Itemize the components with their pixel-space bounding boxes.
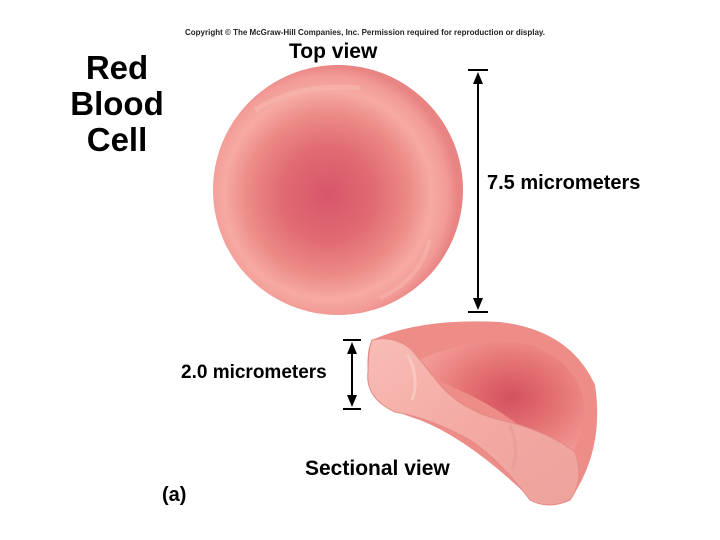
top-view-label: Top view	[289, 40, 378, 63]
thickness-arrow	[343, 339, 361, 410]
copyright-notice: Copyright © The McGraw-Hill Companies, I…	[184, 28, 546, 37]
figure-title: Red Blood Cell	[62, 50, 172, 158]
top-view-cell	[213, 65, 463, 315]
title-line-2: Blood	[70, 85, 164, 122]
sectional-view-label: Sectional view	[305, 457, 450, 480]
title-line-1: Red	[85, 49, 149, 86]
sectional-view-cell	[367, 321, 598, 506]
diameter-label: 7.5 micrometers	[487, 172, 641, 194]
diameter-arrow	[468, 69, 488, 313]
title-line-3: Cell	[86, 121, 148, 158]
thickness-label: 2.0 micrometers	[181, 362, 327, 383]
figure-part-label: (a)	[162, 484, 187, 506]
